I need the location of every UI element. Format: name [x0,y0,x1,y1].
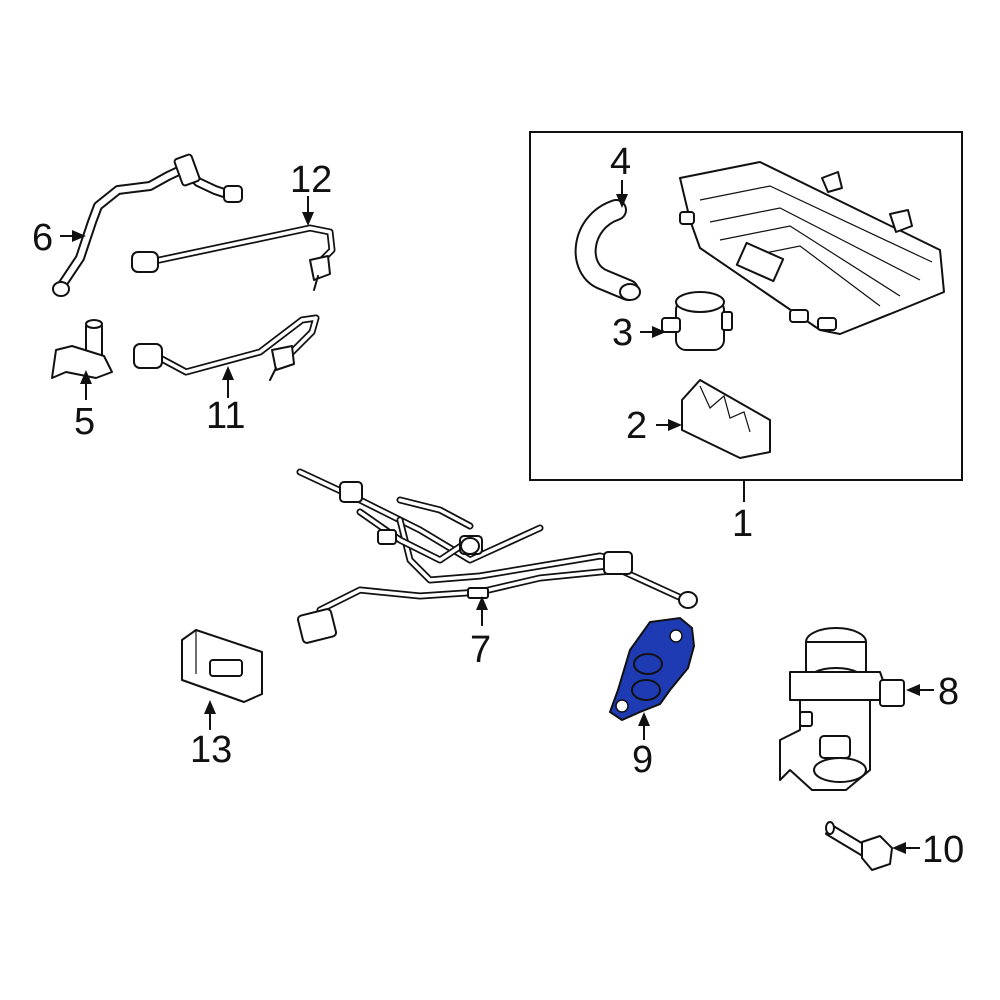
callout-8: 8 [938,671,959,713]
callout-4: 4 [610,141,631,183]
assembly-1-frame [529,131,963,481]
callout-13: 13 [190,729,232,771]
callout-1: 1 [732,503,753,545]
callout-6: 6 [32,217,53,259]
part-6-fuel-line[interactable] [52,153,243,297]
part-10-bolt[interactable] [825,821,893,871]
part-9-gasket[interactable] [608,616,696,722]
part-11-sensor-line[interactable] [133,314,320,381]
part-2-cover[interactable] [681,379,771,459]
canister-assembly[interactable] [679,161,945,335]
callout-5: 5 [74,401,95,443]
part-8-egr-valve[interactable] [779,627,905,791]
callout-9: 9 [632,739,653,781]
part-12-sensor-line[interactable] [131,224,336,291]
part-13-block[interactable] [181,629,263,703]
callout-11: 11 [206,395,245,437]
callout-10: 10 [922,829,964,871]
callout-12: 12 [290,159,332,201]
part-5-bracket[interactable] [51,319,113,379]
part-7-harness[interactable] [296,468,698,644]
part-3-valve[interactable] [661,291,733,351]
callout-7: 7 [470,629,491,671]
leader-arrows [60,180,934,854]
callout-3: 3 [612,312,633,354]
callout-2: 2 [626,405,647,447]
part-4-hose[interactable] [574,199,641,301]
